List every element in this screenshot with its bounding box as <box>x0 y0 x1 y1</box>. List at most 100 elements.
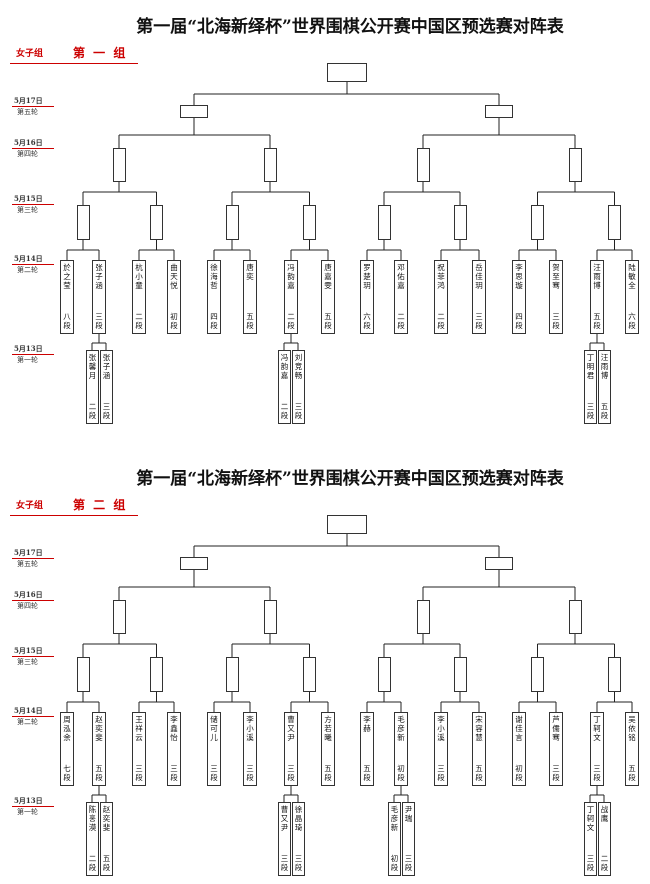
round2-player-box: 李小溪三段 <box>434 712 448 786</box>
player-name: 储可儿 <box>210 715 218 742</box>
player-name: 谢佳言 <box>515 715 523 742</box>
round2-player-box: 杭小童二段 <box>132 260 146 334</box>
round-date: 5月16日 <box>14 138 43 147</box>
round-date-underline <box>12 716 54 717</box>
round3-box <box>453 205 467 240</box>
round-name: 第三轮 <box>17 206 38 214</box>
player-rank: 三段 <box>210 764 218 782</box>
round2-player-box: 岳佳玥三段 <box>472 260 486 334</box>
round4-box <box>568 148 582 182</box>
round5-box <box>180 557 208 570</box>
round1-player-box: 徐晶琦三段 <box>292 802 305 876</box>
player-name: 汪雨博 <box>593 263 601 290</box>
round1-player-box: 战鹰二段 <box>598 802 611 876</box>
round4-box <box>112 600 126 634</box>
round3-box <box>76 657 90 692</box>
player-rank: 三段 <box>475 312 483 330</box>
group-label: 第 二 组 <box>73 498 128 512</box>
round-date: 5月17日 <box>14 96 43 105</box>
bracket-title: 第一届“北海新绎杯”世界围棋公开赛中国区预选赛对阵表 <box>136 17 564 37</box>
player-rank: 三段 <box>593 764 601 782</box>
player-name: 李思璇 <box>515 263 523 290</box>
player-rank: 二段 <box>88 854 97 872</box>
player-rank: 五段 <box>593 312 601 330</box>
player-name: 冯韵嘉 <box>280 353 289 380</box>
player-name: 陆敏全 <box>628 263 636 290</box>
round3-box <box>531 205 544 240</box>
round1-player-box: 曹又尹三段 <box>278 802 291 876</box>
player-rank: 六段 <box>363 312 371 330</box>
final-winner-box <box>327 63 367 82</box>
player-name: 徐海哲 <box>210 263 218 290</box>
round-date: 5月15日 <box>14 194 43 203</box>
player-name: 贺至骞 <box>552 263 560 290</box>
player-name: 於之莹 <box>63 263 71 290</box>
player-rank: 三段 <box>135 764 143 782</box>
player-name: 杭小童 <box>135 263 143 290</box>
round-name: 第二轮 <box>17 266 38 274</box>
round2-player-box: 芦儒骞三段 <box>549 712 563 786</box>
round1-player-box: 冯韵嘉二段 <box>278 350 291 424</box>
player-rank: 二段 <box>397 312 405 330</box>
player-rank: 三段 <box>287 764 295 782</box>
player-rank: 五段 <box>363 764 371 782</box>
round2-player-box: 陆敏全六段 <box>625 260 639 334</box>
round2-player-box: 祝菲鸿二段 <box>434 260 448 334</box>
group-underline <box>10 515 138 516</box>
round2-player-box: 贺至骞三段 <box>549 260 563 334</box>
women-group-label: 女子组 <box>16 501 44 511</box>
group-label: 第 一 组 <box>73 46 128 60</box>
round-date-underline <box>12 148 54 149</box>
player-name: 周泓余 <box>63 715 71 742</box>
round2-player-box: 毛彦新初段 <box>394 712 408 786</box>
player-name: 丁轲文 <box>586 805 595 832</box>
player-rank: 五段 <box>324 764 332 782</box>
round1-player-box: 丁轲文三段 <box>584 802 597 876</box>
player-rank: 二段 <box>600 854 609 872</box>
round-date-underline <box>12 264 54 265</box>
round-date: 5月14日 <box>14 254 43 263</box>
round4-box <box>263 600 277 634</box>
bracket-lines <box>66 82 633 350</box>
round1-player-box: 毛彦新初段 <box>388 802 401 876</box>
player-name: 毛彦新 <box>390 805 399 832</box>
player-rank: 三段 <box>437 764 445 782</box>
round4-box <box>263 148 277 182</box>
player-name: 岳佳玥 <box>475 263 483 290</box>
player-name: 曹又尹 <box>287 715 295 742</box>
player-name: 李赫 <box>363 715 371 733</box>
round3-box <box>453 657 467 692</box>
player-name: 吴依铭 <box>628 715 636 742</box>
round-date: 5月13日 <box>14 344 43 353</box>
round-date: 5月15日 <box>14 646 43 655</box>
player-name: 丁明君 <box>586 353 595 380</box>
player-rank: 四段 <box>210 312 218 330</box>
player-rank: 五段 <box>600 402 609 420</box>
round2-player-box: 於之莹八段 <box>60 260 74 334</box>
player-name: 毛彦新 <box>397 715 405 742</box>
bracket-lines <box>66 534 633 802</box>
round-name: 第四轮 <box>17 150 38 158</box>
round3-box <box>303 205 316 240</box>
round-name: 第一轮 <box>17 356 38 364</box>
player-rank: 二段 <box>280 402 289 420</box>
player-name: 冯韵嘉 <box>287 263 295 290</box>
player-rank: 七段 <box>63 764 71 782</box>
player-rank: 五段 <box>102 854 111 872</box>
player-rank: 二段 <box>437 312 445 330</box>
player-rank: 三段 <box>404 854 413 872</box>
player-name: 邓佑嘉 <box>397 263 405 290</box>
player-rank: 六段 <box>628 312 636 330</box>
round1-player-box: 汪雨博五段 <box>598 350 611 424</box>
player-rank: 三段 <box>294 854 303 872</box>
round3-box <box>76 205 90 240</box>
round-date-underline <box>12 354 54 355</box>
player-name: 张子涵 <box>95 263 103 290</box>
round2-player-box: 李赫五段 <box>360 712 374 786</box>
player-rank: 五段 <box>246 312 254 330</box>
player-rank: 初段 <box>390 854 399 872</box>
player-name: 王祥云 <box>135 715 143 742</box>
round2-player-box: 罗楚玥六段 <box>360 260 374 334</box>
